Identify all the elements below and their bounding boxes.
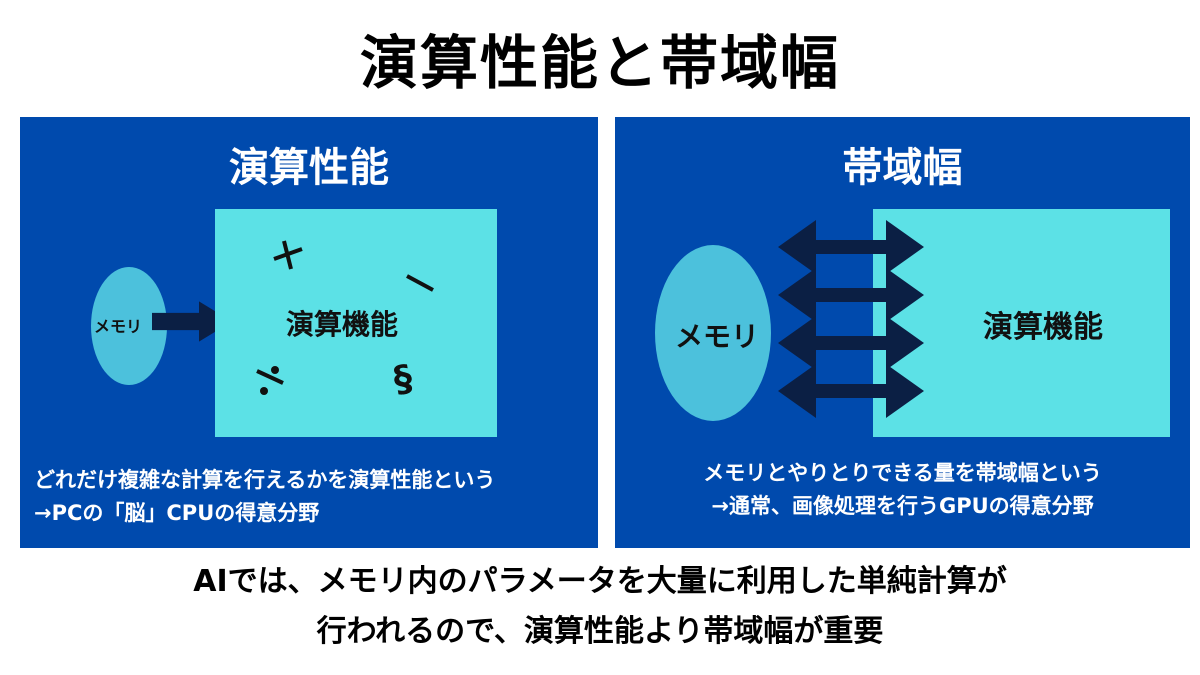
- main-title: 演算性能と帯域幅: [359, 29, 840, 97]
- memory-ellipse: [655, 245, 771, 421]
- compute-unit-label: 演算機能: [983, 310, 1103, 345]
- divide-icon: [256, 366, 284, 395]
- minus-icon: [406, 274, 434, 292]
- plus-icon: [273, 240, 303, 270]
- compute-description-line1: どれだけ複雑な計算を行えるかを演算性能という: [34, 468, 496, 492]
- bandwidth-arrows-icon: [778, 220, 924, 418]
- bandwidth-description-line2: →通常、画像処理を行うGPUの得意分野: [711, 494, 1094, 518]
- conclusion-line2: 行われるので、演算性能より帯域幅が重要: [316, 614, 884, 649]
- bandwidth-panel-title: 帯域幅: [842, 145, 963, 191]
- memory-label: メモリ: [675, 320, 760, 353]
- bandwidth-description: メモリとやりとりできる量を帯域幅という →通常、画像処理を行うGPUの得意分野: [615, 457, 1190, 523]
- data-flow-arrow-icon: [152, 301, 232, 342]
- bandwidth-description-line1: メモリとやりとりできる量を帯域幅という: [703, 461, 1102, 485]
- compute-unit-label: 演算機能: [286, 308, 399, 341]
- compute-performance-panel: 演算性能 メモリ 演算機能 § どれだけ複雑な計算を行えるかを演算性能という →…: [20, 117, 598, 548]
- compute-panel-title: 演算性能: [229, 145, 389, 191]
- bandwidth-panel: 帯域幅 演算機能 メモリ メモリとやりとりできる量を帯域幅という →通常、画像処…: [615, 117, 1190, 548]
- compute-unit-box: [215, 209, 497, 437]
- conclusion-line1: AIでは、メモリ内のパラメータを大量に利用した単純計算が: [193, 564, 1007, 599]
- compute-description-line2: →PCの「脳」CPUの得意分野: [34, 501, 320, 525]
- memory-label: メモリ: [94, 317, 143, 336]
- compute-description: どれだけ複雑な計算を行えるかを演算性能という →PCの「脳」CPUの得意分野: [20, 464, 612, 530]
